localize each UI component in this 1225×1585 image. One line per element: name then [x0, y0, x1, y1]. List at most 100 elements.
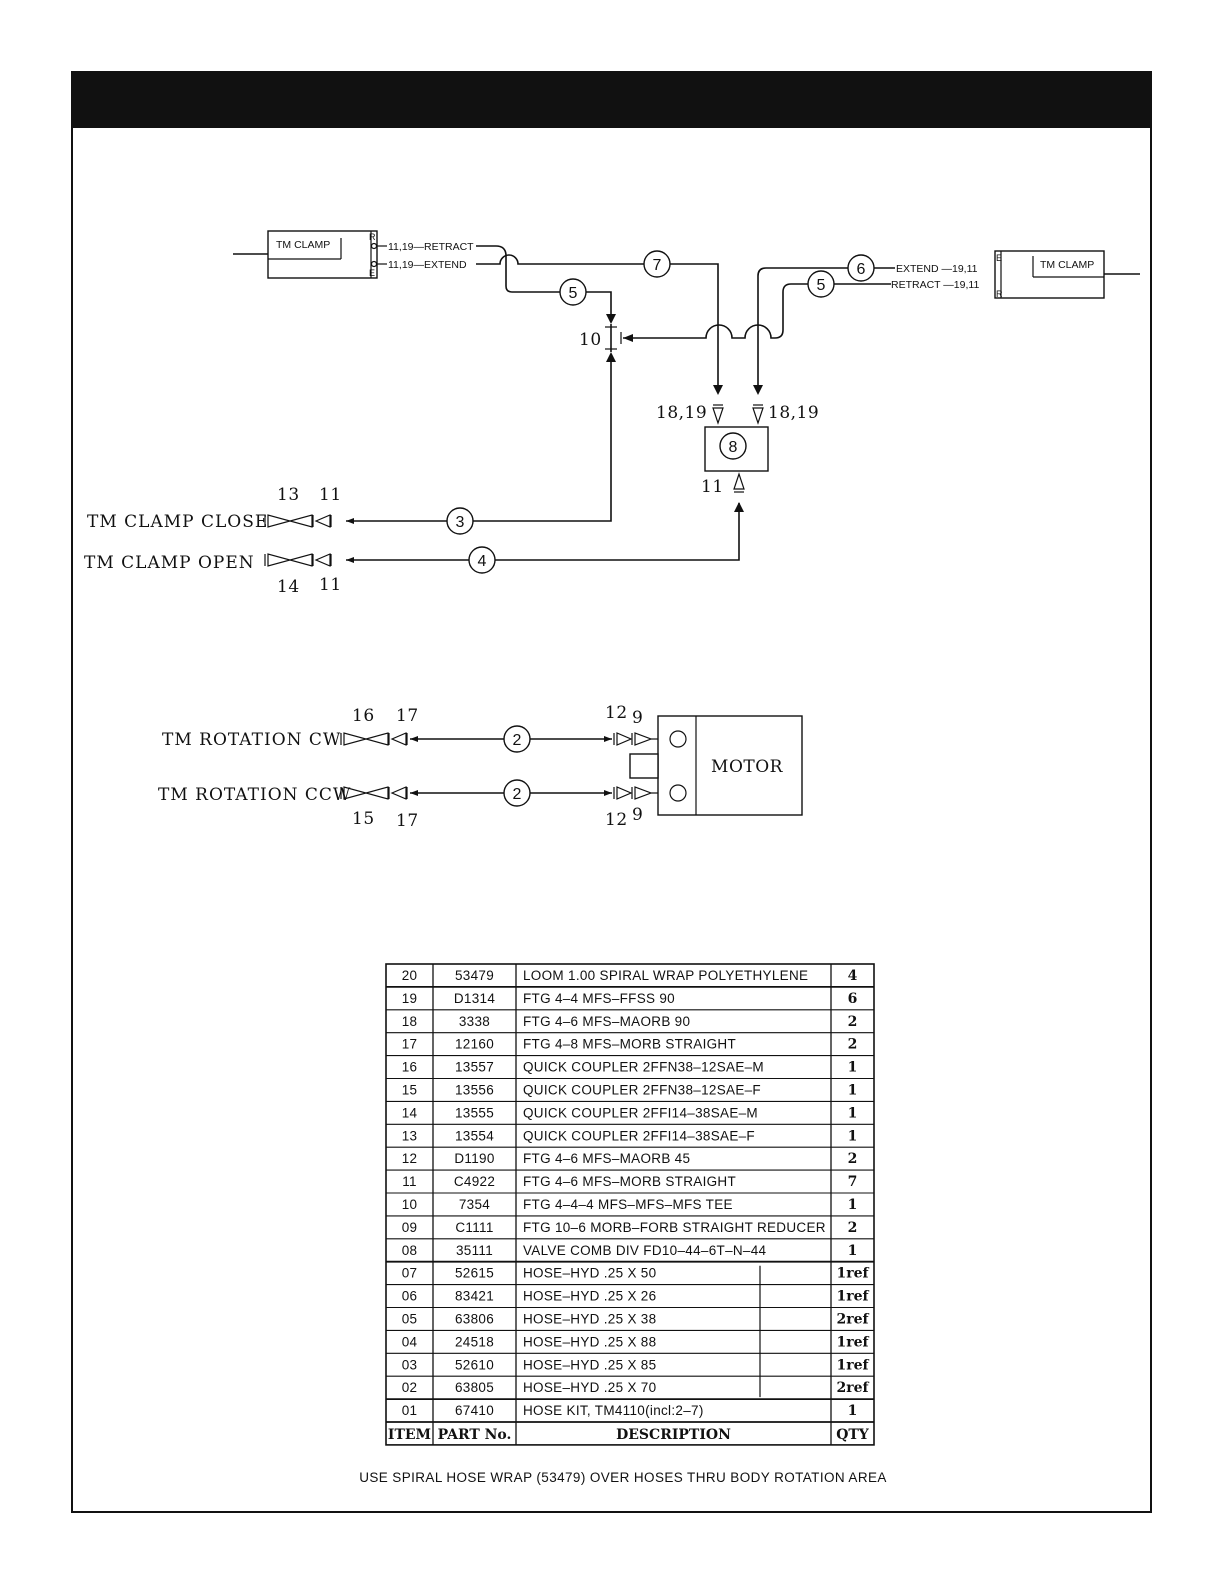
- svg-text:9: 9: [632, 708, 643, 728]
- parts-row-part-number: D1190: [454, 1151, 494, 1166]
- parts-row-qty: 6: [848, 991, 858, 1007]
- parts-row-part-number: 52610: [455, 1357, 494, 1372]
- parts-row-item: 04: [402, 1334, 418, 1349]
- parts-row-description: HOSE–HYD .25 X 70: [523, 1380, 656, 1395]
- parts-header-part: PART No.: [438, 1427, 512, 1443]
- parts-row-qty: 1ref: [836, 1266, 869, 1282]
- svg-text:7: 7: [653, 257, 662, 274]
- parts-row-description: HOSE–HYD .25 X 38: [523, 1312, 656, 1327]
- parts-row-qty: 1: [848, 1128, 858, 1144]
- right-retract-label: RETRACT —19,11: [891, 279, 979, 291]
- svg-text:15: 15: [352, 809, 375, 829]
- parts-row-description: HOSE–HYD .25 X 88: [523, 1334, 656, 1349]
- parts-row-item: 12: [402, 1151, 418, 1166]
- parts-row-description: FTG 4–4 MFS–FFSS 90: [523, 991, 675, 1006]
- parts-row-item: 02: [402, 1380, 418, 1395]
- parts-row-qty: 1: [848, 1403, 858, 1419]
- left-retract-label: 11,19—RETRACT: [388, 241, 474, 253]
- hose-5-right-line: [623, 283, 808, 339]
- parts-row-item: 03: [402, 1357, 418, 1372]
- parts-row-description: FTG 4–6 MFS–MAORB 90: [523, 1014, 690, 1029]
- parts-row-qty: 2: [848, 1220, 858, 1236]
- svg-text:10: 10: [579, 330, 602, 350]
- svg-text:2: 2: [513, 732, 522, 749]
- right-cylinder-title: TM CLAMP: [1040, 259, 1094, 271]
- parts-header-qty: QTY: [836, 1427, 870, 1443]
- parts-row-item: 17: [402, 1037, 418, 1052]
- parts-row-item: 08: [402, 1243, 418, 1258]
- parts-row-item: 05: [402, 1312, 418, 1327]
- hose-bubble-7: 7: [643, 250, 671, 278]
- hose-3-line: [346, 354, 612, 522]
- parts-row-qty: 1: [848, 1105, 858, 1121]
- parts-row-item: 09: [402, 1220, 418, 1235]
- right-tm-clamp-cylinder: EXTEND —19,11 RETRACT —19,11 E R TM CLAM…: [891, 250, 1140, 299]
- parts-row-part-number: 7354: [459, 1197, 490, 1212]
- rotation-ccw-label: TM ROTATION CCW: [158, 785, 351, 805]
- parts-row-description: HOSE–HYD .25 X 50: [523, 1266, 656, 1281]
- parts-row-description: FTG 4–6 MFS–MAORB 45: [523, 1151, 690, 1166]
- parts-table-border: [385, 963, 875, 1446]
- parts-row-description: QUICK COUPLER 2FFI14–38SAE–M: [523, 1105, 758, 1120]
- svg-text:E: E: [996, 253, 1002, 263]
- svg-text:2: 2: [513, 786, 522, 803]
- hose-5-left-line: [476, 245, 612, 322]
- hose-bubble-5-right: 5: [807, 270, 835, 298]
- spiral-wrap-note: USE SPIRAL HOSE WRAP (53479) OVER HOSES …: [359, 1470, 887, 1485]
- parts-row-qty: 1ref: [836, 1334, 869, 1350]
- parts-row-part-number: C4922: [454, 1174, 495, 1189]
- svg-text:17: 17: [396, 706, 419, 726]
- valve-left-fittings: 18,19: [656, 403, 707, 423]
- parts-row-qty: 2: [848, 1014, 858, 1030]
- parts-row-qty: 1ref: [836, 1357, 869, 1373]
- svg-text:11: 11: [319, 485, 342, 505]
- parts-row-part-number: 83421: [455, 1289, 494, 1304]
- clamp-close-coupler: TM CLAMP CLOSE 13 11: [87, 485, 342, 532]
- rotation-cw-label: TM ROTATION CW: [162, 730, 341, 750]
- parts-row-item: 14: [402, 1105, 418, 1120]
- hose-6-line: [757, 267, 848, 393]
- parts-row-item: 16: [402, 1060, 418, 1075]
- svg-text:5: 5: [569, 285, 578, 302]
- parts-row-description: FTG 4–4–4 MFS–MFS–MFS TEE: [523, 1197, 733, 1212]
- parts-row-part-number: 63805: [455, 1380, 494, 1395]
- parts-row-item: 18: [402, 1014, 418, 1029]
- parts-row-qty: 4: [848, 968, 858, 984]
- parts-row-qty: 2ref: [836, 1312, 869, 1328]
- parts-row-item: 01: [402, 1403, 418, 1418]
- svg-text:5: 5: [817, 277, 826, 294]
- parts-row-item: 07: [402, 1266, 418, 1281]
- svg-text:8: 8: [729, 439, 738, 456]
- svg-text:R: R: [369, 232, 376, 242]
- svg-text:14: 14: [277, 577, 300, 597]
- parts-row-part-number: 67410: [455, 1403, 494, 1418]
- parts-row-description: HOSE–HYD .25 X 85: [523, 1357, 656, 1372]
- parts-row-part-number: D1314: [454, 991, 495, 1006]
- svg-text:13: 13: [277, 485, 300, 505]
- svg-text:4: 4: [478, 553, 487, 570]
- parts-row-part-number: 13557: [455, 1060, 494, 1075]
- svg-text:6: 6: [857, 261, 866, 278]
- parts-row-part-number: 63806: [455, 1312, 494, 1327]
- left-cylinder-title: TM CLAMP: [276, 239, 330, 251]
- parts-row-qty: 2: [848, 1151, 858, 1167]
- parts-row-part-number: C1111: [455, 1220, 493, 1235]
- svg-text:17: 17: [396, 811, 419, 831]
- hose-bubble-3: 3: [446, 507, 474, 535]
- parts-row-item: 11: [402, 1174, 417, 1189]
- valve-bottom-fitting: 11: [701, 477, 724, 497]
- parts-row-description: QUICK COUPLER 2FFI14–38SAE–F: [523, 1128, 755, 1143]
- parts-row-item: 13: [402, 1128, 418, 1143]
- parts-row-part-number: 52615: [455, 1266, 494, 1281]
- right-extend-label: EXTEND —19,11: [896, 263, 978, 275]
- parts-row-part-number: 53479: [455, 968, 494, 983]
- parts-row-item: 20: [402, 968, 418, 983]
- svg-text:R: R: [996, 289, 1003, 299]
- hose-7-line: [476, 254, 719, 393]
- rotation-ccw-circuit: TM ROTATION CCW 15 17 2 12 9: [158, 779, 664, 831]
- svg-text:11: 11: [319, 575, 342, 595]
- svg-text:16: 16: [352, 706, 375, 726]
- valve-8: 18,19 18,19 8 11: [656, 403, 819, 497]
